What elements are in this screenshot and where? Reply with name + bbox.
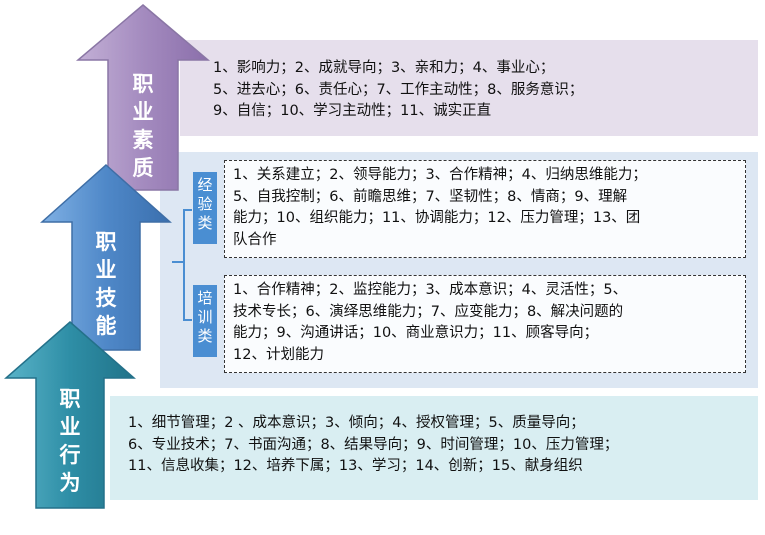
quality-title: 职 业 素 质 xyxy=(132,72,154,180)
behavior-list: 1、细节管理；2 、成本意识；3、倾向；4、授权管理；5、质量导向； 6、专业技… xyxy=(128,415,619,474)
behavior-band xyxy=(110,396,758,500)
training-box: 1、合作精神；2、监控能力；3、成本意识；4、灵活性；5、 技术专长；6、演绎思… xyxy=(224,275,746,373)
skills-title: 职 业 技 能 xyxy=(95,230,117,338)
skills-arrow-shape xyxy=(40,163,172,351)
training-list: 1、合作精神；2、监控能力；3、成本意识；4、灵活性；5、 技术专长；6、演绎思… xyxy=(233,282,628,363)
behavior-title: 职 业 行 为 xyxy=(59,387,81,495)
category-bracket xyxy=(172,209,192,321)
behavior-arrow-shape xyxy=(4,321,136,509)
quality-list: 1、影响力；2、成就导向；3、亲和力；4、事业心； 5、进去心；6、责任心；7、… xyxy=(213,60,584,119)
quality-arrow-shape xyxy=(75,4,211,191)
training-tag: 培 训 类 xyxy=(193,285,217,357)
experience-box: 1、关系建立；2、领导能力；3、合作精神；4、归纳思维能力； 5、自我控制；6、… xyxy=(224,160,746,258)
experience-tag: 经 验 类 xyxy=(193,172,217,244)
experience-list: 1、关系建立；2、领导能力；3、合作精神；4、归纳思维能力； 5、自我控制；6、… xyxy=(233,167,647,248)
quality-band xyxy=(180,40,758,136)
